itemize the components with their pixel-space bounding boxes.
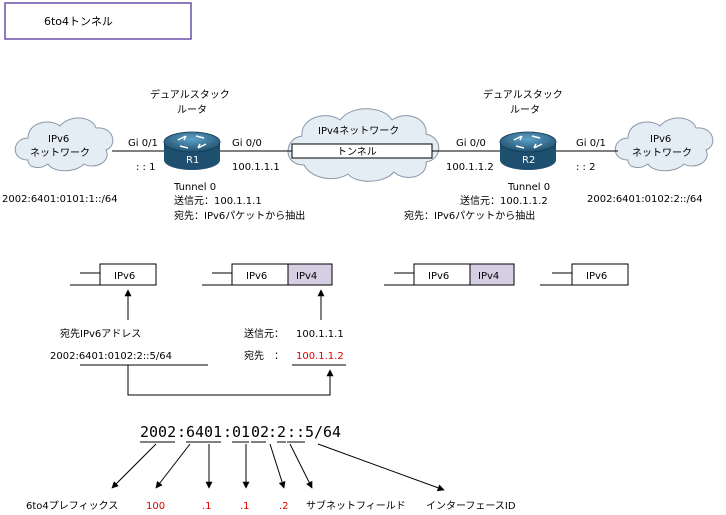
label-v2: .1 bbox=[202, 501, 212, 512]
ipv6-network-left-cloud bbox=[14, 117, 114, 172]
packet4-ipv6-label: IPv6 bbox=[586, 271, 607, 282]
r2-tunnel-src: 送信元：100.1.1.2 bbox=[460, 194, 548, 207]
r1-tunnel: Tunnel 0 bbox=[173, 182, 216, 193]
breakdown-p3: 01 bbox=[232, 423, 250, 441]
encap-dst-value: 100.1.1.2 bbox=[296, 351, 344, 362]
r1-tunnel-dst: 宛先：IPv6パケットから抽出 bbox=[174, 209, 305, 222]
ipv6-network-right-line2: ネットワーク bbox=[632, 147, 692, 159]
r1-role-line1: デュアルスタック bbox=[150, 88, 230, 101]
r1-if-ipv6: Gi 0/1 bbox=[128, 138, 158, 149]
r2-role-line2: ルータ bbox=[510, 104, 540, 116]
packet3-ipv6-label: IPv6 bbox=[428, 271, 449, 282]
r2-role-line1: デュアルスタック bbox=[483, 88, 563, 101]
packet-encapsulated-1 bbox=[202, 263, 333, 286]
packet-ipv6-original bbox=[70, 263, 157, 286]
label-subnet-field: サブネットフィールド bbox=[306, 499, 406, 512]
r2-ipv6-addr: : : 2 bbox=[576, 162, 595, 173]
left-network-prefix: 2002:6401:0101:1::/64 bbox=[2, 194, 118, 205]
breakdown-p4: 02 bbox=[251, 423, 269, 441]
dest-addr-value: 2002:6401:0102:2::5/64 bbox=[50, 351, 172, 362]
breakdown-p2: 6401 bbox=[186, 423, 222, 441]
r2-tunnel: Tunnel 0 bbox=[507, 182, 550, 193]
title-frame bbox=[4, 2, 192, 40]
r1-ipv6-addr: : : 1 bbox=[136, 162, 155, 173]
ipv6-network-right-line1: IPv6 bbox=[650, 134, 671, 145]
label-6to4-prefix: 6to4プレフィックス bbox=[26, 500, 118, 512]
ipv6-network-left-line1: IPv6 bbox=[48, 134, 69, 145]
breakdown-p6: 5 bbox=[305, 423, 314, 441]
breakdown-slash: / bbox=[314, 423, 323, 441]
breakdown-p1: 2002 bbox=[140, 423, 176, 441]
breakdown-c4: :: bbox=[287, 423, 305, 441]
packet-ipv6-decapsulated bbox=[540, 263, 629, 286]
tunnel-label: トンネル bbox=[337, 146, 377, 158]
r1-role-line2: ルータ bbox=[177, 104, 207, 116]
packet3-ipv4-label: IPv4 bbox=[478, 271, 499, 282]
r1-if-ipv4: Gi 0/0 bbox=[232, 138, 262, 149]
packet2-ipv6-label: IPv6 bbox=[246, 271, 267, 282]
label-v4: .2 bbox=[279, 501, 289, 512]
router-r2-icon bbox=[499, 131, 557, 170]
ipv6-network-right-cloud bbox=[614, 117, 714, 172]
encap-dst-label: 宛先 ： bbox=[244, 349, 284, 362]
label-v1: 100 bbox=[146, 501, 165, 512]
label-interface-id: インターフェースID bbox=[426, 500, 516, 512]
r2-if-ipv4: Gi 0/0 bbox=[456, 138, 486, 149]
label-v3: .1 bbox=[240, 501, 250, 512]
breakdown-c2: : bbox=[223, 423, 232, 441]
packet2-ipv4-label: IPv4 bbox=[296, 271, 317, 282]
right-network-prefix: 2002:6401:0102:2::/64 bbox=[587, 194, 703, 205]
title: 6to4トンネル bbox=[44, 15, 113, 28]
r2-if-ipv6: Gi 0/1 bbox=[576, 138, 606, 149]
r1-ipv4-addr: 100.1.1.1 bbox=[232, 162, 280, 173]
ipv4-network-label: IPv4ネットワーク bbox=[318, 125, 399, 137]
router-r1-name: R1 bbox=[186, 155, 199, 166]
dest-addr-label: 宛先IPv6アドレス bbox=[60, 327, 141, 340]
ipv6-network-left-line2: ネットワーク bbox=[30, 147, 90, 159]
encap-src-value: 100.1.1.1 bbox=[296, 329, 344, 340]
breakdown-p7: 64 bbox=[323, 423, 341, 441]
router-r1-icon bbox=[163, 131, 221, 170]
packet-encapsulated-2 bbox=[384, 263, 515, 286]
r1-tunnel-src: 送信元：100.1.1.1 bbox=[174, 194, 262, 207]
r2-tunnel-dst: 宛先：IPv6パケットから抽出 bbox=[404, 209, 535, 222]
encap-src-label: 送信元： bbox=[244, 327, 284, 340]
tunnel-bar bbox=[291, 143, 433, 159]
breakdown-c3: : bbox=[268, 423, 277, 441]
router-r2-name: R2 bbox=[522, 155, 535, 166]
breakdown-p5: 2 bbox=[277, 423, 286, 441]
r2-ipv4-addr: 100.1.1.2 bbox=[446, 162, 494, 173]
packet1-ipv6-label: IPv6 bbox=[114, 271, 135, 282]
breakdown-c1: : bbox=[177, 423, 186, 441]
